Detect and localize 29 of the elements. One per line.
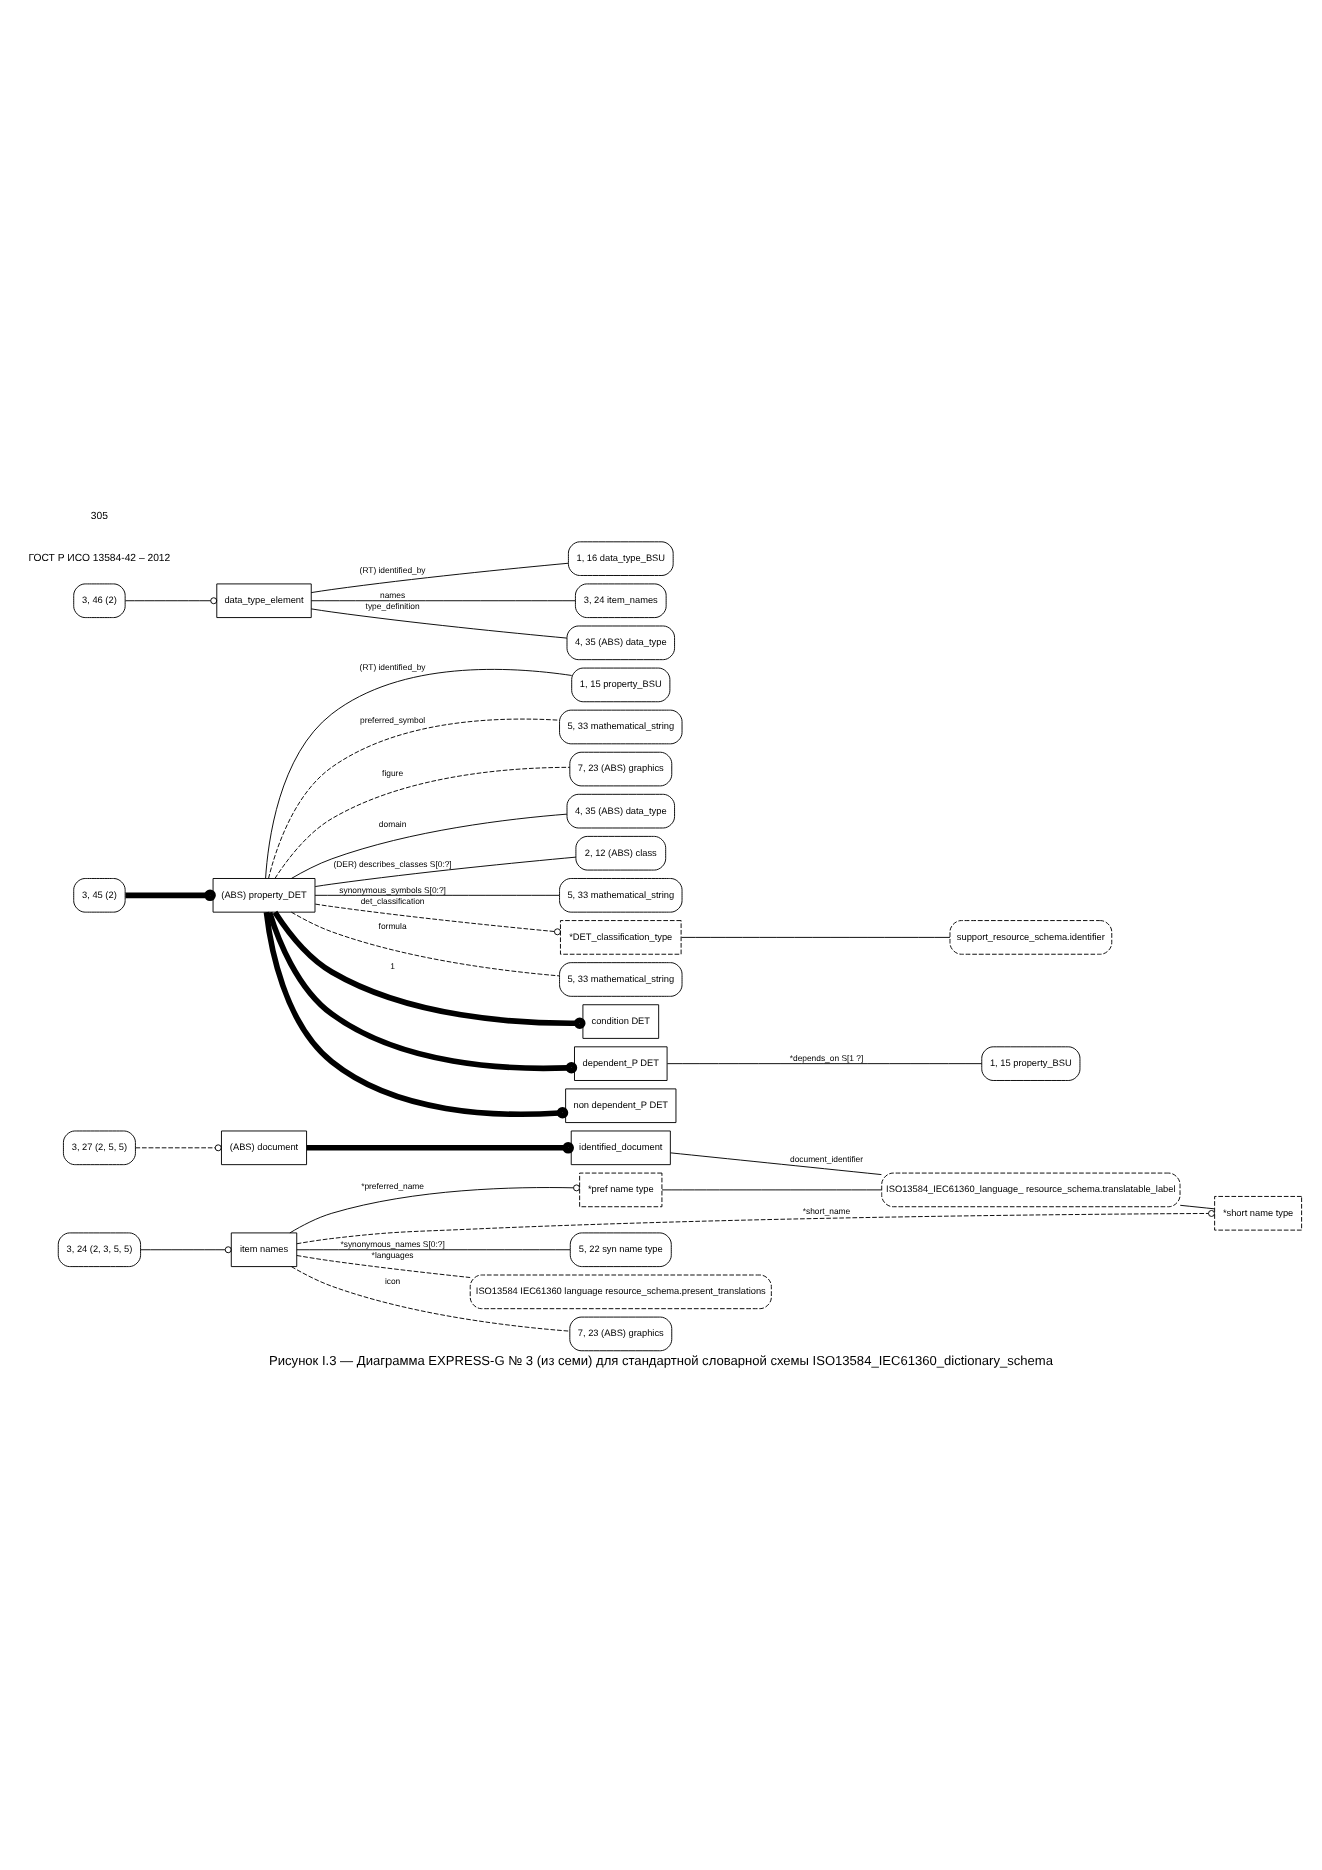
connector: [274, 765, 571, 878]
connector: [272, 909, 586, 1029]
connector: [310, 599, 576, 601]
connector: [266, 910, 578, 1073]
connector: [140, 1245, 232, 1253]
connector: [670, 1151, 882, 1175]
connector: [681, 935, 951, 937]
connector: [290, 910, 560, 976]
connector: [314, 893, 560, 895]
connector: [125, 888, 216, 901]
connector: [314, 902, 561, 935]
connector: [314, 855, 577, 886]
connector: [290, 1265, 571, 1331]
connector: [310, 561, 569, 593]
connector: [296, 1254, 471, 1277]
connector: [666, 1062, 983, 1064]
connector: [296, 1248, 571, 1250]
connector: [296, 1209, 1215, 1244]
connector: [268, 717, 560, 878]
connector: [1179, 1203, 1215, 1209]
connector: [661, 1188, 882, 1190]
connector: [135, 1143, 222, 1151]
connector: [265, 667, 573, 878]
connector: [124, 596, 218, 604]
connector: [306, 1141, 574, 1153]
connector: [310, 607, 568, 638]
connector: [290, 812, 568, 878]
connector: [263, 910, 569, 1118]
connector: [289, 1183, 580, 1233]
